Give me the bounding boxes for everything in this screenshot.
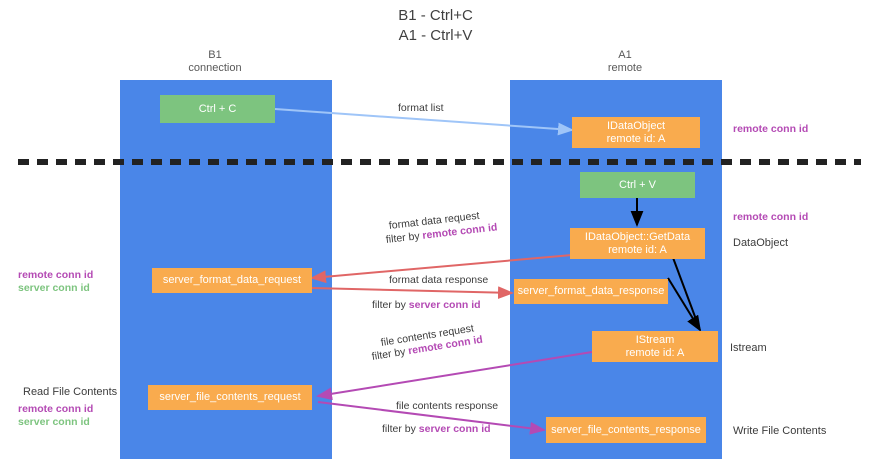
node-idataobject-line1: IDataObject bbox=[606, 119, 666, 132]
node-getdata-line2: remote id: A bbox=[608, 243, 667, 256]
edge-label-file-contents-response: file contents response bbox=[396, 400, 499, 412]
filter-key-server-conn-id-1: server conn id bbox=[408, 299, 481, 311]
node-server-file-contents-request[interactable]: server_file_contents_request bbox=[148, 385, 312, 410]
filter-prefix-2: filter by bbox=[372, 299, 409, 311]
node-ctrl-c-label: Ctrl + C bbox=[198, 102, 237, 115]
node-server-file-contents-response[interactable]: server_file_contents_response bbox=[546, 417, 706, 443]
right-label-istream: Istream bbox=[730, 342, 767, 354]
node-idataobject-line2: remote id: A bbox=[606, 132, 666, 145]
right-label-dataobject: DataObject bbox=[733, 237, 789, 249]
column-header-b1: B1 connection bbox=[155, 49, 275, 75]
edge-label-file-contents-response-filter: filter by server conn id bbox=[382, 423, 491, 436]
diagram-title: B1 - Ctrl+C A1 - Ctrl+V bbox=[0, 6, 871, 46]
node-istream[interactable]: IStream remote id: A bbox=[592, 331, 718, 362]
filter-prefix-3: filter by bbox=[370, 345, 410, 363]
node-ctrl-c[interactable]: Ctrl + C bbox=[160, 95, 275, 123]
column-header-b1-name: B1 bbox=[208, 49, 222, 61]
left-label-server-conn-id-bottom: server conn id bbox=[18, 416, 90, 428]
column-header-b1-role: connection bbox=[188, 62, 242, 74]
node-server-file-contents-request-label: server_file_contents_request bbox=[159, 391, 301, 403]
left-label-remote-conn-id-mid: remote conn id bbox=[18, 269, 94, 281]
node-server-file-contents-response-label: server_file_contents_response bbox=[551, 423, 701, 436]
left-label-remote-conn-id-bottom: remote conn id bbox=[18, 403, 94, 415]
edge-label-format-data-response-filter: filter by server conn id bbox=[372, 299, 481, 312]
left-label-read-file-contents: Read File Contents bbox=[23, 386, 118, 398]
node-istream-line1: IStream bbox=[635, 333, 675, 346]
filter-prefix-4: filter by bbox=[382, 423, 419, 435]
node-ctrl-v[interactable]: Ctrl + V bbox=[580, 172, 695, 198]
left-label-server-conn-id-mid: server conn id bbox=[18, 282, 90, 294]
node-idataobject-getdata[interactable]: IDataObject::GetData remote id: A bbox=[570, 228, 705, 259]
right-label-write-file-contents: Write File Contents bbox=[733, 425, 827, 437]
node-idataobject[interactable]: IDataObject remote id: A bbox=[572, 117, 700, 148]
edge-label-format-list: format list bbox=[398, 102, 444, 114]
node-server-format-data-response[interactable]: server_format_data_response bbox=[514, 279, 668, 304]
node-ctrl-v-label: Ctrl + V bbox=[619, 178, 656, 191]
node-istream-line2: remote id: A bbox=[625, 346, 685, 359]
node-server-format-data-request-label: server_format_data_request bbox=[162, 274, 302, 286]
filter-key-server-conn-id-2: server conn id bbox=[418, 423, 491, 435]
column-header-a1-role: remote bbox=[607, 62, 643, 74]
title-line-1: B1 - Ctrl+C bbox=[398, 7, 473, 24]
node-server-format-data-response-label: server_format_data_response bbox=[517, 285, 665, 297]
column-header-a1-name: A1 bbox=[618, 49, 632, 61]
right-label-remote-conn-id-top: remote conn id bbox=[733, 123, 809, 135]
node-server-format-data-request[interactable]: server_format_data_request bbox=[152, 268, 312, 293]
right-label-remote-conn-id-mid: remote conn id bbox=[733, 211, 809, 223]
node-getdata-line1: IDataObject::GetData bbox=[584, 230, 691, 243]
column-header-a1: A1 remote bbox=[565, 49, 685, 75]
edge-label-format-data-response: format data response bbox=[389, 274, 489, 286]
title-line-2: A1 - Ctrl+V bbox=[398, 27, 473, 44]
